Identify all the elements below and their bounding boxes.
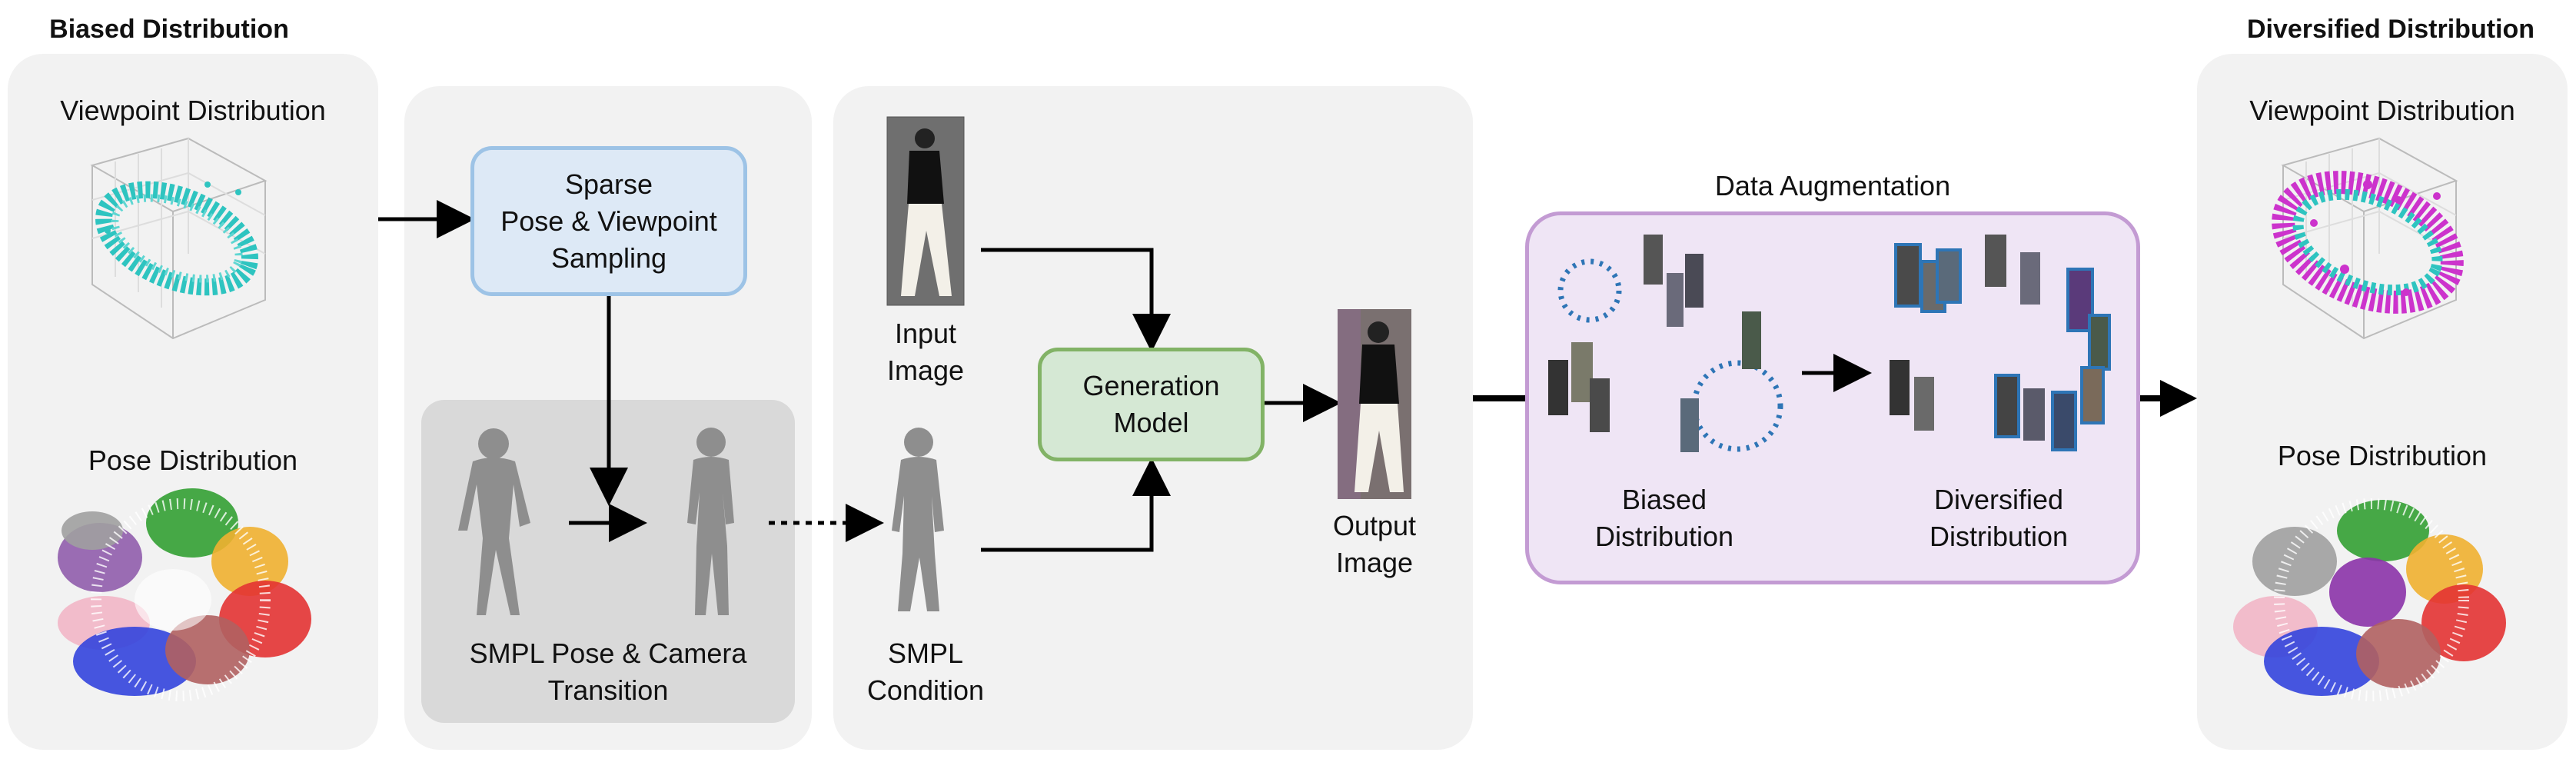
smpl-transition-label-line2: Transition <box>547 674 669 706</box>
diversified-distribution-icon <box>1890 235 2111 451</box>
left-pose-scatter-icon <box>58 488 311 701</box>
input-image-photo-icon <box>886 116 965 306</box>
sampling-box: Sparse Pose & Viewpoint Sampling <box>470 146 747 296</box>
sampling-box-line3: Sampling <box>550 241 667 274</box>
generation-model-box: Generation Model <box>1038 348 1265 461</box>
diversified-label-line1: Diversified <box>1933 484 2064 515</box>
output-image-label-line1: Output <box>1332 510 1417 541</box>
biased-label-line2: Distribution <box>1594 521 1734 552</box>
condition-label-line2: Condition <box>866 674 985 706</box>
arrow-input-to-model <box>981 248 1171 352</box>
left-pose-label: Pose Distribution <box>88 444 298 476</box>
model-box-line2: Model <box>1113 407 1189 438</box>
sampling-box-line1: Sparse <box>564 168 653 200</box>
model-box-line1: Generation <box>1082 370 1220 401</box>
input-image-label-line1: Input <box>894 318 957 349</box>
condition-label-line1: SMPL <box>887 637 964 669</box>
left-viewpoint-label: Viewpoint Distribution <box>60 95 326 126</box>
smpl-mesh-icon-2 <box>687 428 734 615</box>
right-viewpoint-label: Viewpoint Distribution <box>2249 95 2515 126</box>
output-image-label-line2: Image <box>1335 547 1414 578</box>
arrow-condition-to-model <box>981 458 1171 552</box>
sampling-box-line2: Pose & Viewpoint <box>500 205 717 237</box>
smpl-mesh-icon-1 <box>458 428 530 615</box>
biased-distribution-icon <box>1548 235 1783 452</box>
augmentation-title: Data Augmentation <box>1714 170 1951 201</box>
output-image-photo-icon <box>1338 309 1411 499</box>
input-image-label-line2: Image <box>886 355 965 386</box>
biased-label-line1: Biased <box>1621 484 1707 515</box>
left-title: Biased Distribution <box>49 15 289 44</box>
left-viewpoint-scatter-icon <box>90 137 268 340</box>
right-pose-label: Pose Distribution <box>2277 440 2488 471</box>
smpl-condition-mesh-icon <box>892 428 944 611</box>
right-viewpoint-scatter-icon <box>2272 137 2464 340</box>
right-pose-scatter-icon <box>2233 498 2506 701</box>
right-title: Diversified Distribution <box>2246 15 2535 44</box>
diversified-label-line2: Distribution <box>1929 521 2069 552</box>
smpl-transition-label-line1: SMPL Pose & Camera <box>469 637 747 669</box>
